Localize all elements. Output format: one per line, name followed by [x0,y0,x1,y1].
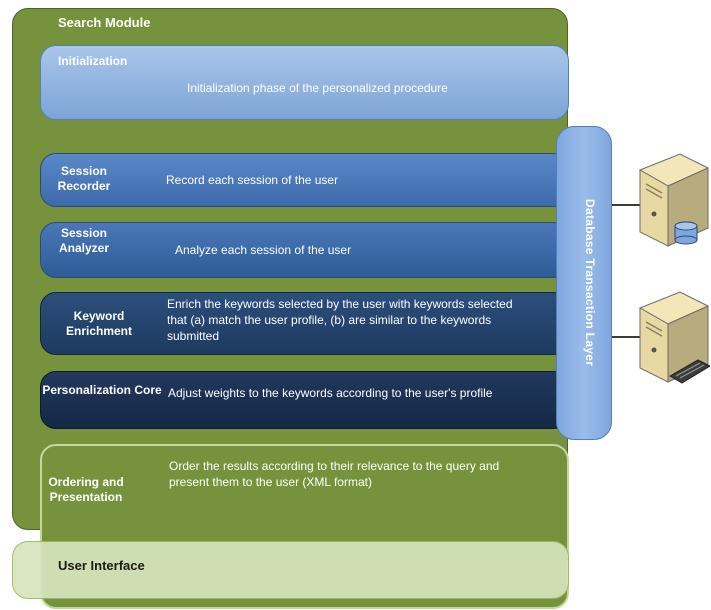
server-with-keyboard-icon [638,291,710,384]
user-interface-bar [12,541,569,599]
layer-initialization: Initialization Initialization phase of t… [40,45,569,120]
layer-description: Initialization phase of the personalized… [187,81,448,95]
layer-description: Adjust weights to the keywords according… [168,386,493,400]
database-transaction-layer [556,126,612,440]
layer-name: Session Recorder [57,164,111,193]
layer-name: Initialization [58,54,128,68]
layer-name: Personalization Core [42,383,162,397]
module-title: Search Module [58,15,151,30]
layer-session-recorder: Session Recorder Record each session of … [40,153,569,207]
layer-keyword-enrichment: Keyword Enrichment Enrich the keywords s… [40,292,569,355]
database-server-icon [638,153,710,247]
layer-name: Ordering and Presentation [48,475,124,504]
connector-line [612,336,640,338]
layer-description: Enrich the keywords selected by the user… [167,297,513,343]
layer-description: Order the results according to their rel… [169,459,500,489]
layer-description: Analyze each session of the user [175,243,352,257]
connector-line [612,204,640,206]
layer-description: Record each session of the user [166,173,339,187]
layer-personalization-core: Personalization Core Adjust weights to t… [40,371,569,429]
user-interface-label: User Interface [58,558,145,573]
layer-session-analyzer: Session Analyzer Analyze each session of… [40,222,569,278]
layer-name: Session Analyzer [58,226,110,255]
database-transaction-layer-label: Database Transaction Layer [583,199,597,367]
layer-name: Keyword Enrichment [65,309,132,338]
